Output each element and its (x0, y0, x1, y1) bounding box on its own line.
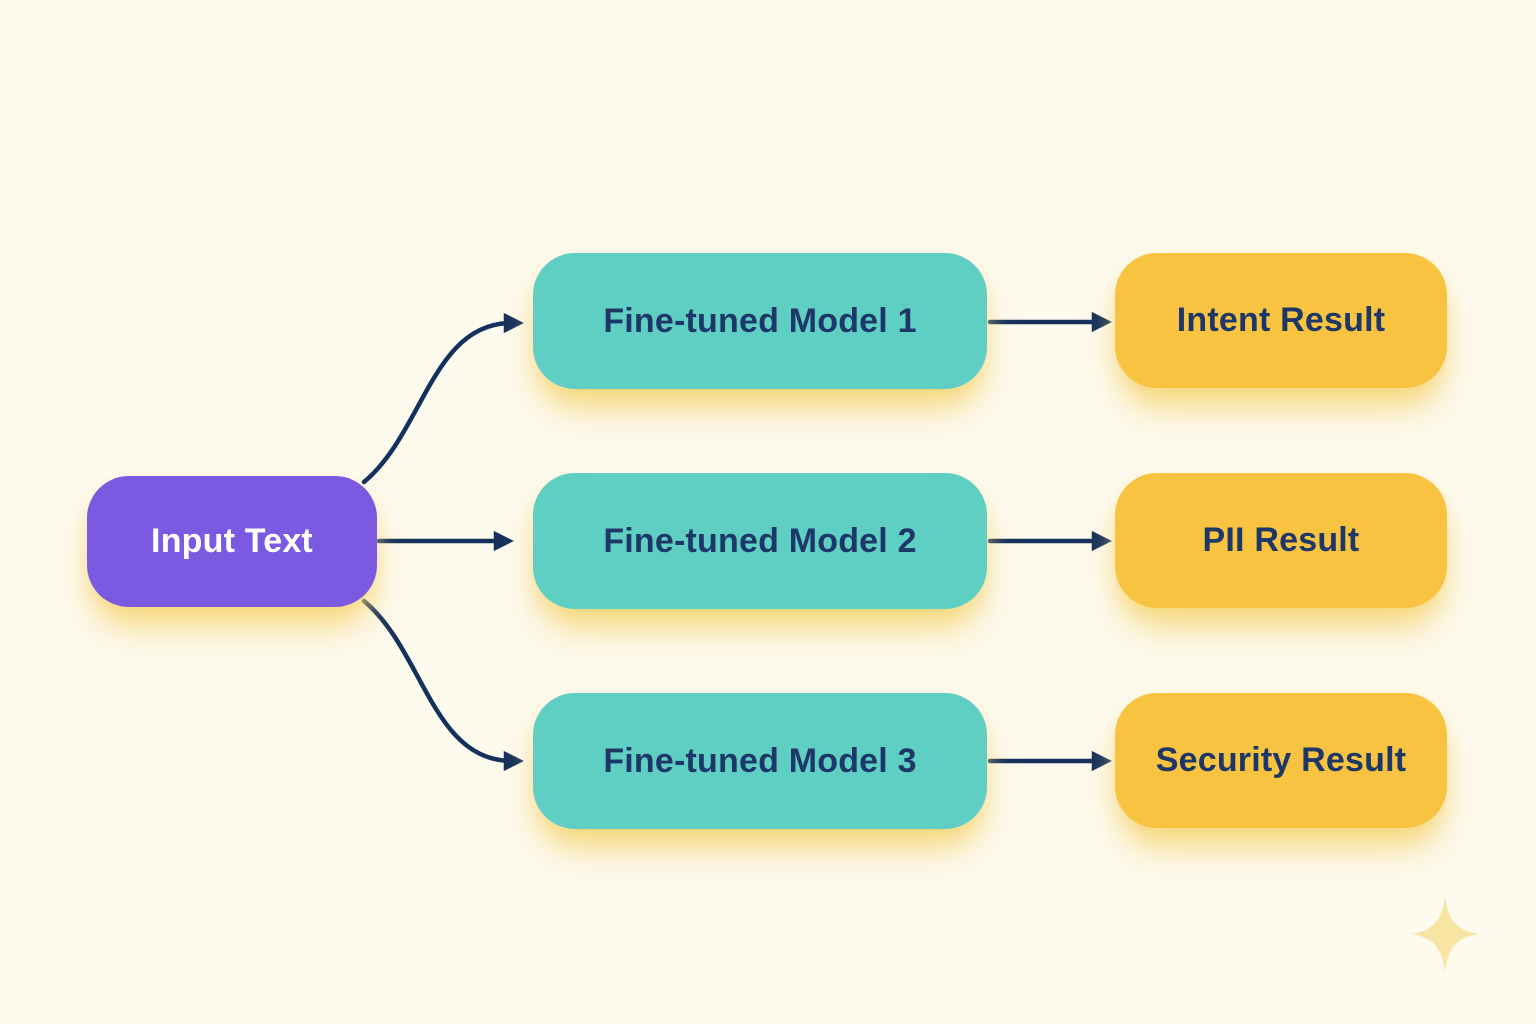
node-fine-tuned-model-2-label: Fine-tuned Model 2 (603, 521, 917, 560)
edge-input-to-model-3 (361, 598, 524, 772)
node-security-result-label: Security Result (1155, 741, 1407, 779)
node-pii-result: PII Result (1115, 473, 1447, 608)
node-fine-tuned-model-3: Fine-tuned Model 3 (533, 693, 987, 829)
node-fine-tuned-model-1: Fine-tuned Model 1 (533, 253, 987, 389)
node-security-result: Security Result (1115, 693, 1447, 828)
edge-input-to-model-1 (361, 312, 524, 485)
node-input-text-label: Input Text (151, 522, 313, 560)
node-intent-result-label: Intent Result (1176, 301, 1386, 339)
node-fine-tuned-model-2: Fine-tuned Model 2 (533, 473, 987, 609)
node-intent-result: Intent Result (1115, 253, 1447, 388)
node-fine-tuned-model-3-label: Fine-tuned Model 3 (603, 741, 917, 780)
node-fine-tuned-model-1-label: Fine-tuned Model 1 (603, 301, 917, 340)
node-pii-result-label: PII Result (1202, 521, 1360, 559)
node-input-text: Input Text (87, 476, 377, 607)
sparkle-icon (1412, 896, 1478, 972)
